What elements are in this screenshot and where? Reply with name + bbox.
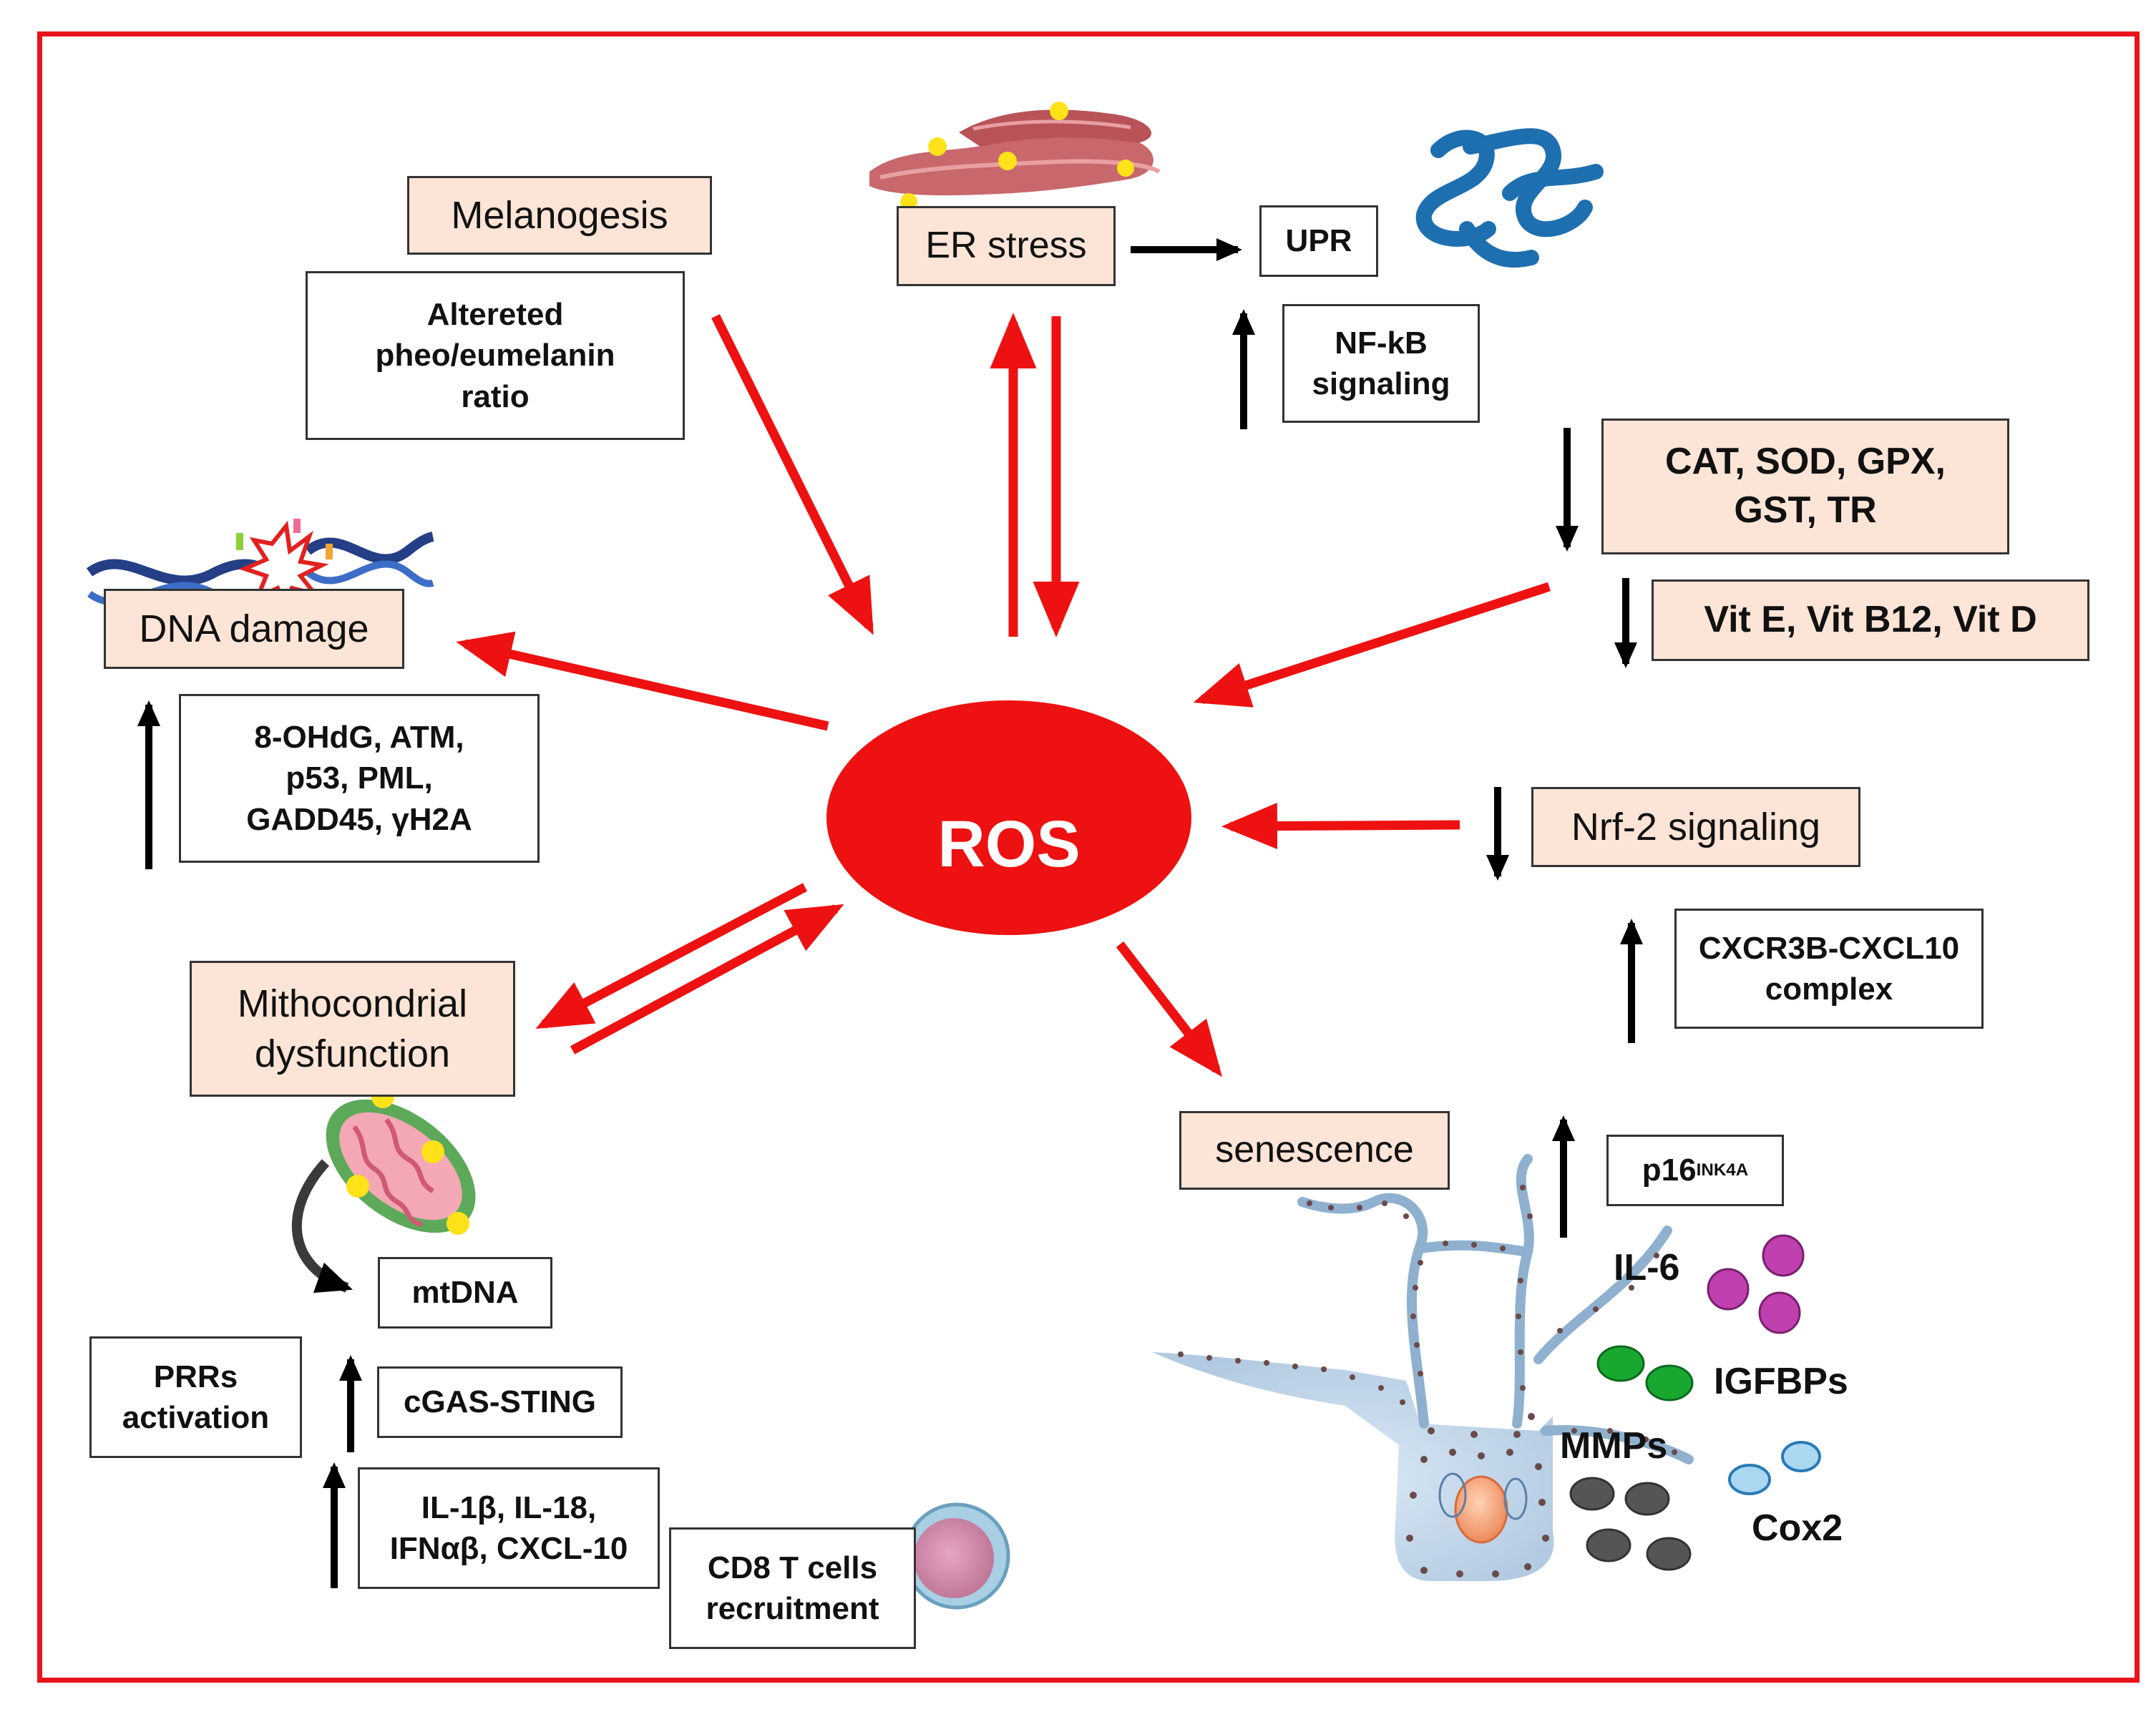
arrow-ros-to-mitochondria [535,883,808,1029]
antioxidant-enzymes-box: CAT, SOD, GPX, GST, TR [1601,419,2009,554]
black-arrows [137,238,1643,1588]
upr-box: UPR [1259,205,1378,277]
arrow-antioxidants-to-ros [1193,582,1551,708]
cd8-t-cells-box: CD8 T cells recruitment [669,1527,916,1649]
t-cell-icon [903,1502,1010,1610]
p16-label: p16 [1642,1153,1697,1188]
il6-dots [1707,1234,1805,1334]
cxcr3b-complex-box: CXCR3B-CXCL10 complex [1674,909,1984,1029]
cox2-dots [1728,1441,1821,1495]
arrow-ros-to-dna-damage [456,631,829,731]
arrow-nrf2-to-ros [1221,803,1460,850]
er-stress-box: ER stress [897,206,1116,286]
cox2-label: Cox2 [1752,1507,1843,1549]
dna-markers-box: 8-OHdG, ATM, p53, PML, GADD45, γH2A [179,694,540,863]
dna-damage-box: DNA damage [104,589,404,669]
nrf2-signaling-box: Nrf-2 signaling [1531,787,1860,867]
mmp-dots [1569,1477,1692,1571]
diagram-frame [37,31,2140,1683]
arrow-mitochondria-to-ros [570,904,844,1055]
igfbps-label: IGFBPs [1714,1361,1848,1402]
prrs-activation-box: PRRs activation [89,1336,302,1458]
melanogenesis-box: Melanogesis [407,176,712,255]
il6-label: IL-6 [1614,1247,1680,1288]
arrow-ros-to-senescence [1116,941,1222,1077]
senescence-box: senescence [1179,1111,1450,1190]
unfolded-protein-icon [1415,128,1604,268]
endoplasmic-reticulum-icon [869,102,1161,210]
vitamins-box: Vit E, Vit B12, Vit D [1652,579,2089,661]
p16-superscript: INK4A [1696,1160,1749,1180]
melanin-ratio-box: Altereted pheo/eumelanin ratio [306,271,685,440]
cytokines-box: IL-1β, IL-18, IFNαβ, CXCL-10 [358,1467,660,1589]
melanocyte-icon [1152,1154,1694,1581]
mitochondrial-dysfunction-box: Mithocondrial dysfunction [190,961,515,1097]
igfbp-dots [1596,1345,1694,1402]
red-arrows [456,313,1551,1077]
mtdna-box: mtDNA [378,1257,552,1329]
nfkb-box: NF-kB signaling [1282,304,1480,423]
cgas-sting-box: cGAS-STING [377,1366,623,1438]
ros-ellipse [826,700,1191,935]
ros-label: ROS [937,807,1081,881]
mitochondrion-icon [291,1085,476,1293]
mmps-label: MMPs [1560,1425,1668,1467]
arrow-melanogenesis-to-ros [711,314,874,635]
